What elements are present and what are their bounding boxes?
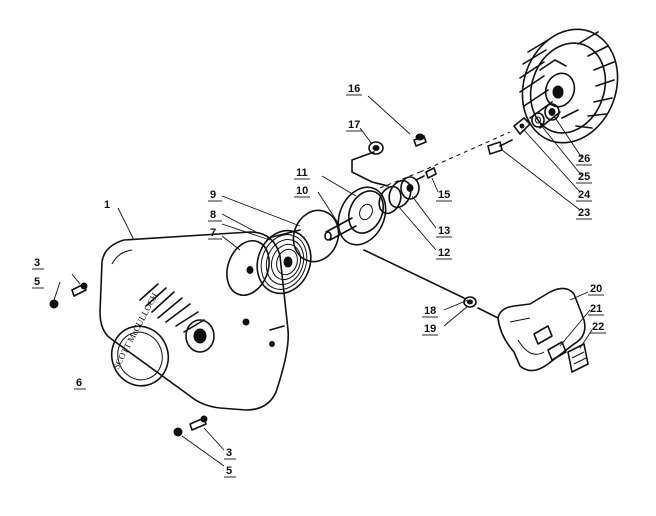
starter-rope: [363, 249, 465, 299]
center-shaft: [324, 217, 357, 241]
callout-16: 16: [348, 83, 360, 95]
callout-8: 8: [210, 209, 216, 221]
pawl-screw: [487, 139, 513, 155]
starter-pawl: [513, 117, 531, 135]
callout-13: 13: [438, 225, 450, 237]
starter-housing: SCOTT McCULLOCH: [99, 231, 290, 411]
callout-22: 22: [592, 321, 604, 333]
nut-17: [368, 141, 384, 155]
leader-lines: [53, 95, 593, 467]
callout-6: 6: [76, 377, 82, 389]
callout-21: 21: [590, 303, 602, 315]
pulley-hub-12: [378, 179, 412, 215]
pulley-cap-13: [400, 176, 420, 200]
callout-17: 17: [348, 119, 360, 131]
bolt-16: [413, 133, 427, 147]
flywheel-nut: [544, 103, 560, 121]
callout-25: 25: [578, 171, 590, 183]
callout-19: 19: [424, 323, 436, 335]
handle-insert-22: [567, 343, 589, 373]
callout-23: 23: [578, 207, 590, 219]
callout-26: 26: [578, 153, 590, 165]
link-rod: [351, 151, 389, 187]
callout-10: 10: [296, 185, 308, 197]
handle-insert-21: [547, 341, 567, 361]
callout-labels: 1 3 5 6 3 5 7 8 9 10 11 12 13 15 16 17 1…: [32, 83, 606, 478]
callout-5-lower: 5: [226, 465, 232, 477]
flywheel: [519, 28, 619, 144]
callout-9: 9: [210, 189, 216, 201]
callout-12: 12: [438, 247, 450, 259]
starter-handle: [497, 287, 586, 372]
spring-plate-7: [226, 240, 270, 296]
callout-3-lower: 3: [226, 447, 232, 459]
washer-5-lower: [173, 427, 183, 437]
screw-15: [415, 167, 437, 181]
starter-pulley: [337, 186, 387, 246]
rope-grommet-19: [463, 296, 477, 308]
callout-24: 24: [578, 189, 591, 201]
callout-15: 15: [438, 189, 450, 201]
callout-1: 1: [104, 199, 110, 211]
callout-3-upper: 3: [34, 257, 40, 269]
callout-11: 11: [296, 167, 308, 179]
washer-5-upper: [49, 299, 59, 309]
flywheel-washer: [531, 112, 545, 128]
callout-20: 20: [590, 283, 602, 295]
screw-3-upper: [71, 282, 88, 297]
callout-5-upper: 5: [34, 276, 40, 288]
callout-7: 7: [210, 227, 216, 239]
screw-3-lower: [189, 415, 208, 431]
callout-18: 18: [424, 305, 436, 317]
